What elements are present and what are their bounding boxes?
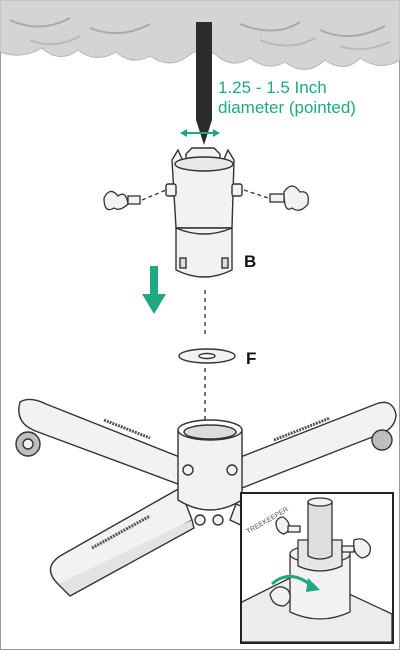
tree-trunk	[196, 22, 212, 145]
washer-f	[178, 348, 236, 364]
thumb-screw-left	[103, 189, 167, 211]
detail-inset-drawing: TREEKEEPER	[242, 497, 392, 642]
detail-inset: TREEKEEPER	[240, 492, 394, 644]
stand-base	[15, 398, 397, 597]
diameter-arrow	[180, 129, 220, 137]
down-arrow-icon	[142, 266, 166, 314]
part-label-f: F	[246, 349, 257, 368]
trunk-diameter-callout: 1.25 - 1.5 Inch diameter (pointed)	[218, 78, 356, 117]
rotate-arrowhead	[306, 578, 320, 592]
part-label-b: B	[244, 252, 257, 271]
tree-holder-insert-b	[165, 147, 243, 278]
thumb-screw-right	[243, 185, 309, 211]
